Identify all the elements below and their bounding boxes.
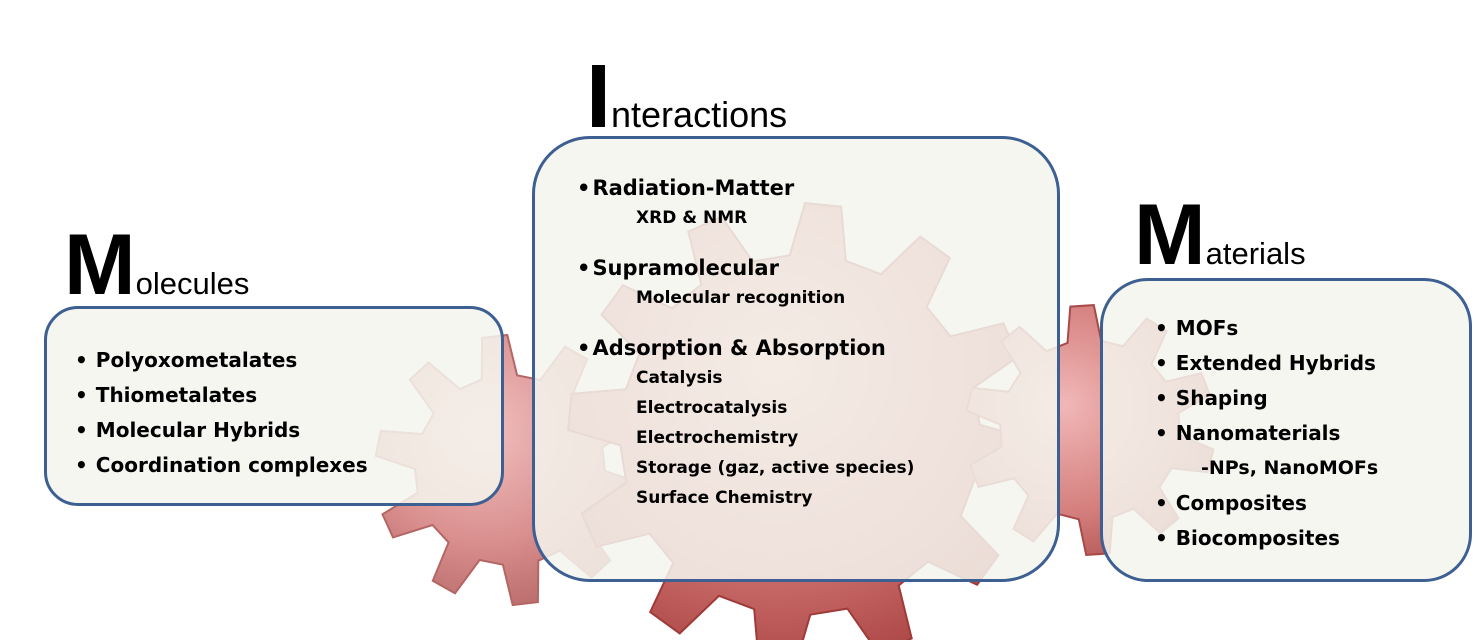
list-item: Shaping [1155, 381, 1469, 416]
molecules-heading-initial: M [64, 217, 136, 313]
list-item: Surface Chemistry [636, 488, 813, 508]
list-item-sub: -NPs, NanoMOFs [1201, 457, 1379, 479]
interactions-heading-rest: nteractions [611, 94, 788, 135]
list-item: Molecular Hybrids [75, 413, 501, 448]
interaction-group-supramolecular: Supramolecular Molecular recognition [577, 255, 1057, 313]
list-item: Molecular recognition [636, 288, 846, 308]
list-item: Catalysis [636, 368, 723, 388]
materials-heading: Materials [1134, 192, 1306, 278]
interaction-group-radiation: Radiation-Matter XRD & NMR [577, 175, 1057, 233]
list-item: Coordination complexes [75, 448, 501, 483]
list-item: Composites [1155, 486, 1469, 521]
list-item: MOFs [1155, 311, 1469, 346]
list-item: Biocomposites [1155, 521, 1469, 556]
list-item: Electrochemistry [636, 428, 799, 448]
materials-list: MOFs Extended Hybrids Shaping Nanomateri… [1155, 311, 1469, 556]
interaction-group-adsorption: Adsorption & Absorption Catalysis Electr… [577, 335, 1057, 513]
list-item: XRD & NMR [636, 208, 748, 228]
list-item: Nanomaterials [1155, 416, 1469, 451]
molecules-heading-rest: olecules [135, 266, 250, 301]
interactions-heading-initial: I [586, 47, 612, 147]
group-title: Radiation-Matter [577, 175, 1057, 201]
group-title: Adsorption & Absorption [577, 335, 1057, 361]
materials-panel: MOFs Extended Hybrids Shaping Nanomateri… [1100, 278, 1472, 582]
list-item: Extended Hybrids [1155, 346, 1469, 381]
molecules-panel: Polyoxometalates Thiometalates Molecular… [44, 306, 504, 506]
interactions-heading: Interactions [586, 52, 787, 142]
materials-heading-initial: M [1134, 187, 1206, 283]
list-item: Thiometalates [75, 378, 501, 413]
group-title: Supramolecular [577, 255, 1057, 281]
list-item: Storage (gaz, active species) [636, 458, 915, 478]
interactions-panel: Radiation-Matter XRD & NMR Supramolecula… [532, 136, 1060, 582]
materials-heading-rest: aterials [1205, 236, 1306, 271]
molecules-list: Polyoxometalates Thiometalates Molecular… [75, 343, 501, 483]
list-item: Polyoxometalates [75, 343, 501, 378]
list-item: Electrocatalysis [636, 398, 788, 418]
molecules-heading: Molecules [64, 222, 249, 308]
